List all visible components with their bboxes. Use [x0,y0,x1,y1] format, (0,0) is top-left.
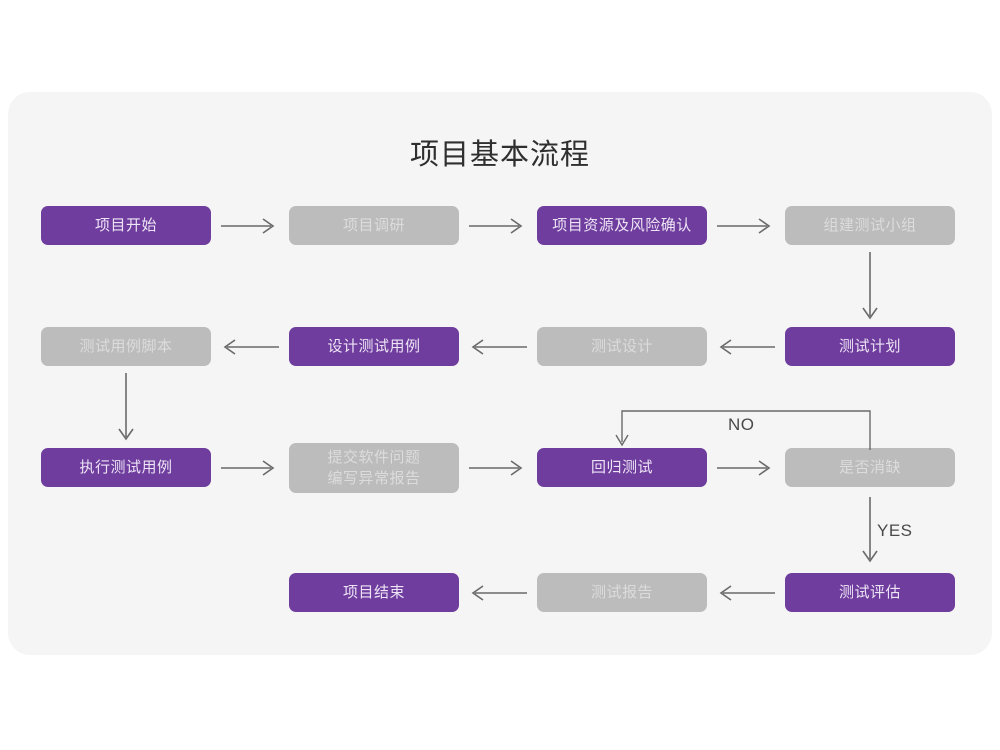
edge-test-design-to-design-testcase [469,336,527,358]
node-design-testcase[interactable]: 设计测试用例 [289,327,459,366]
edge-build-test-team-to-test-plan [858,252,882,324]
node-project-end[interactable]: 项目结束 [289,573,459,612]
flowchart-card [8,92,992,655]
node-execute-testcase[interactable]: 执行测试用例 [41,448,211,487]
edge-execute-testcase-to-submit-issue [221,457,279,479]
edge-testcase-script-to-execute-testcase [114,373,138,445]
edge-test-evaluation-to-test-report [717,582,775,604]
node-resource-risk[interactable]: 项目资源及风险确认 [537,206,707,245]
edge-test-plan-to-test-design [717,336,775,358]
node-test-evaluation[interactable]: 测试评估 [785,573,955,612]
edge-design-testcase-to-testcase-script [221,336,279,358]
edge-test-report-to-project-end [469,582,527,604]
node-testcase-script[interactable]: 测试用例脚本 [41,327,211,366]
page-title: 项目基本流程 [409,139,590,171]
edge-resource-risk-to-build-test-team [717,215,775,237]
node-defect-cleared[interactable]: 是否消缺 [785,448,955,487]
edge-label-yes: YES [877,521,913,540]
edge-project-start-to-project-research [221,215,279,237]
edge-project-research-to-resource-risk [469,215,527,237]
node-project-start[interactable]: 项目开始 [41,206,211,245]
node-submit-issue[interactable]: 提交软件问题 编写异常报告 [289,443,459,493]
edge-defect-cleared-to-regression-test-no [615,408,875,452]
node-test-design[interactable]: 测试设计 [537,327,707,366]
node-build-test-team[interactable]: 组建测试小组 [785,206,955,245]
node-test-report[interactable]: 测试报告 [537,573,707,612]
edge-label-no: NO [728,415,755,434]
edge-regression-test-to-defect-cleared [717,457,775,479]
edge-submit-issue-to-regression-test [469,457,527,479]
node-test-plan[interactable]: 测试计划 [785,327,955,366]
node-regression-test[interactable]: 回归测试 [537,448,707,487]
edge-defect-cleared-to-test-evaluation-yes [858,497,882,567]
node-project-research[interactable]: 项目调研 [289,206,459,245]
